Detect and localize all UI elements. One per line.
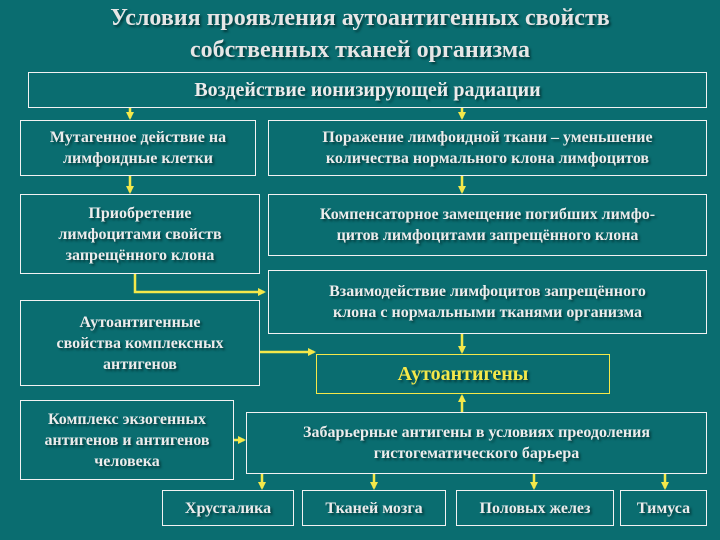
interaction-line-1: Взаимодействие лимфоцитов запрещённого — [329, 283, 646, 300]
interaction-line-2: клона с нормальными тканями организма — [332, 304, 642, 321]
exo-line-2: антигенов и антигенов — [44, 431, 210, 449]
radiation-box: Воздействие ионизирующей радиации — [28, 72, 707, 108]
thymus-box: Тимуса — [620, 490, 707, 526]
brain-label: Тканей мозга — [325, 499, 423, 517]
page-title: Условия проявления аутоантигенных свойст… — [0, 2, 720, 66]
interaction-box: Взаимодействие лимфоцитов запрещённого к… — [268, 270, 707, 334]
title-line-2: собственных тканей организма — [189, 37, 531, 63]
lens-box: Хрусталика — [162, 490, 294, 526]
compensate-line-2: цитов лимфоцитами запрещённого клона — [336, 227, 639, 244]
mutagen-box: Мутагенное действие на лимфоидные клетки — [20, 120, 256, 176]
gonads-label: Половых желез — [479, 499, 591, 517]
complex-autoantigen-box: Аутоантигенные свойства комплексных анти… — [20, 300, 260, 386]
barrier-line-2: гистогематического барьера — [373, 445, 580, 462]
complex-auto-line-3: антигенов — [103, 355, 177, 373]
damage-line-2: количества нормального клона лимфоцитов — [325, 150, 650, 167]
brain-box: Тканей мозга — [302, 490, 446, 526]
damage-line-1: Поражение лимфоидной ткани – уменьшение — [322, 129, 653, 146]
mutagen-line-1: Мутагенное действие на — [49, 129, 227, 146]
compensate-line-1: Компенсаторное замещение погибших лимфо- — [319, 206, 656, 223]
lymphoid-damage-box: Поражение лимфоидной ткани – уменьшение … — [268, 120, 707, 176]
acquire-box: Приобретение лимфоцитами свойств запрещё… — [20, 194, 260, 274]
acquire-line-1: Приобретение — [88, 204, 192, 222]
complex-auto-line-1: Аутоантигенные — [79, 313, 201, 331]
barrier-antigens-box: Забарьерные антигены в условиях преодоле… — [246, 412, 707, 474]
exo-line-3: человека — [94, 452, 160, 470]
radiation-label: Воздействие ионизирующей радиации — [194, 78, 541, 101]
autoantigens-box: Аутоантигены — [316, 354, 610, 394]
exo-line-1: Комплекс экзогенных — [48, 410, 206, 428]
mutagen-line-2: лимфоидные клетки — [63, 150, 213, 167]
compensate-box: Компенсаторное замещение погибших лимфо-… — [268, 194, 707, 256]
acquire-line-3: запрещённого клона — [65, 246, 215, 264]
title-line-1: Условия проявления аутоантигенных свойст… — [110, 5, 610, 31]
gonads-box: Половых желез — [456, 490, 614, 526]
autoantigens-label: Аутоантигены — [397, 362, 529, 385]
barrier-line-1: Забарьерные антигены в условиях преодоле… — [303, 424, 650, 441]
exogenous-complex-box: Комплекс экзогенных антигенов и антигено… — [20, 400, 234, 480]
acquire-line-2: лимфоцитами свойств — [58, 225, 222, 243]
complex-auto-line-2: свойства комплексных — [56, 334, 224, 352]
arrow-acquire-to-interaction — [133, 274, 266, 296]
thymus-label: Тимуса — [636, 499, 691, 517]
lens-label: Хрусталика — [184, 499, 272, 517]
